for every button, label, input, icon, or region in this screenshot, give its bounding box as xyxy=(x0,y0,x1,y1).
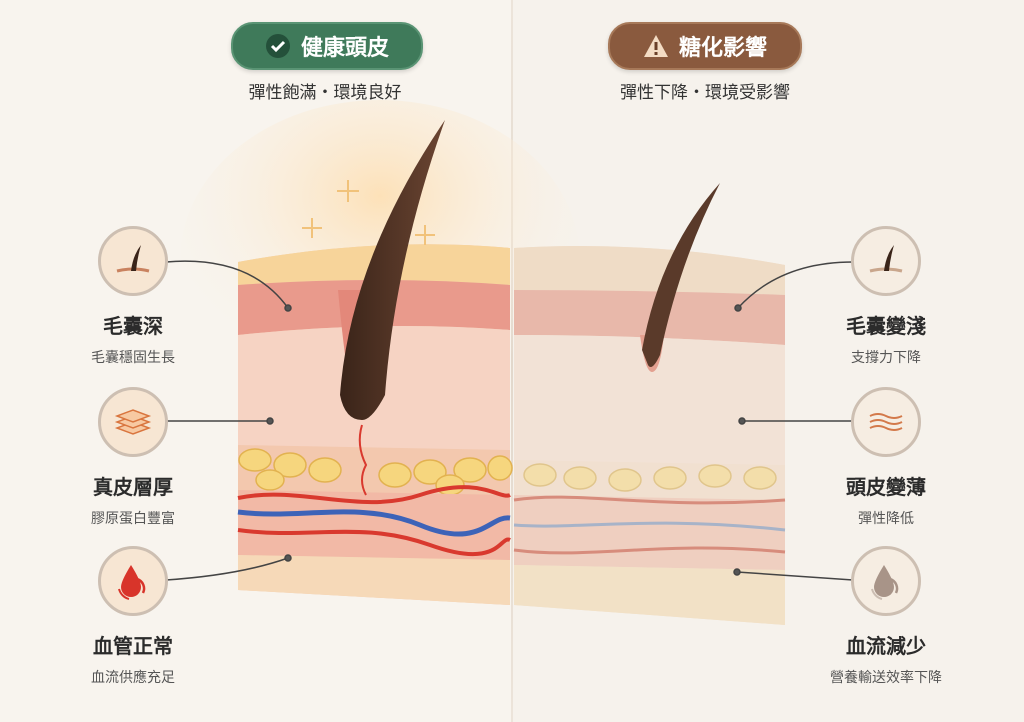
healthy-scalp-label: 健康頭皮 xyxy=(300,36,389,61)
glycation-subtitle: 彈性下降・環境受影響 xyxy=(620,83,790,103)
glycated-skin-block xyxy=(513,183,786,625)
warning-icon xyxy=(643,33,669,59)
callout-title: 血流減少 xyxy=(846,634,926,658)
callout-desc: 彈性降低 xyxy=(858,511,914,527)
callout-title: 毛囊變淺 xyxy=(846,314,926,338)
callout-desc: 支撐力下降 xyxy=(851,350,921,366)
callout-deep-follicle: 毛囊深 毛囊穩固生長 xyxy=(53,226,213,367)
callout-title: 血管正常 xyxy=(93,634,173,658)
callout-shallow-follicle: 毛囊變淺 支撐力下降 xyxy=(806,226,966,367)
healthy-skin-block xyxy=(237,120,513,606)
faded-drop-icon xyxy=(851,546,921,616)
callout-title: 頭皮變薄 xyxy=(846,475,926,499)
glycation-label: 糖化影響 xyxy=(678,36,767,61)
callout-desc: 毛囊穩固生長 xyxy=(91,350,175,366)
callout-desc: 血流供應充足 xyxy=(91,670,175,686)
glycation-badge: 糖化影響 xyxy=(608,22,802,70)
thin-waves-icon xyxy=(851,387,921,457)
blood-drop-icon xyxy=(98,546,168,616)
callout-normal-vessels: 血管正常 血流供應充足 xyxy=(53,546,213,687)
callout-desc: 營養輸送效率下降 xyxy=(830,670,942,686)
healthy-scalp-badge: 健康頭皮 xyxy=(231,22,423,70)
callout-thin-scalp: 頭皮變薄 彈性降低 xyxy=(806,387,966,528)
callout-desc: 膠原蛋白豐富 xyxy=(91,511,175,527)
hair-follicle-icon xyxy=(851,226,921,296)
callout-connectors xyxy=(165,260,854,581)
callout-thick-dermis: 真皮層厚 膠原蛋白豐富 xyxy=(53,387,213,528)
callout-title: 毛囊深 xyxy=(103,314,163,338)
callout-reduced-blood-flow: 血流減少 營養輸送效率下降 xyxy=(806,546,966,687)
healthy-subtitle: 彈性飽滿・環境良好 xyxy=(248,83,402,103)
hair-follicle-icon xyxy=(98,226,168,296)
layers-icon xyxy=(98,387,168,457)
check-icon xyxy=(265,33,291,59)
callout-title: 真皮層厚 xyxy=(93,475,173,499)
